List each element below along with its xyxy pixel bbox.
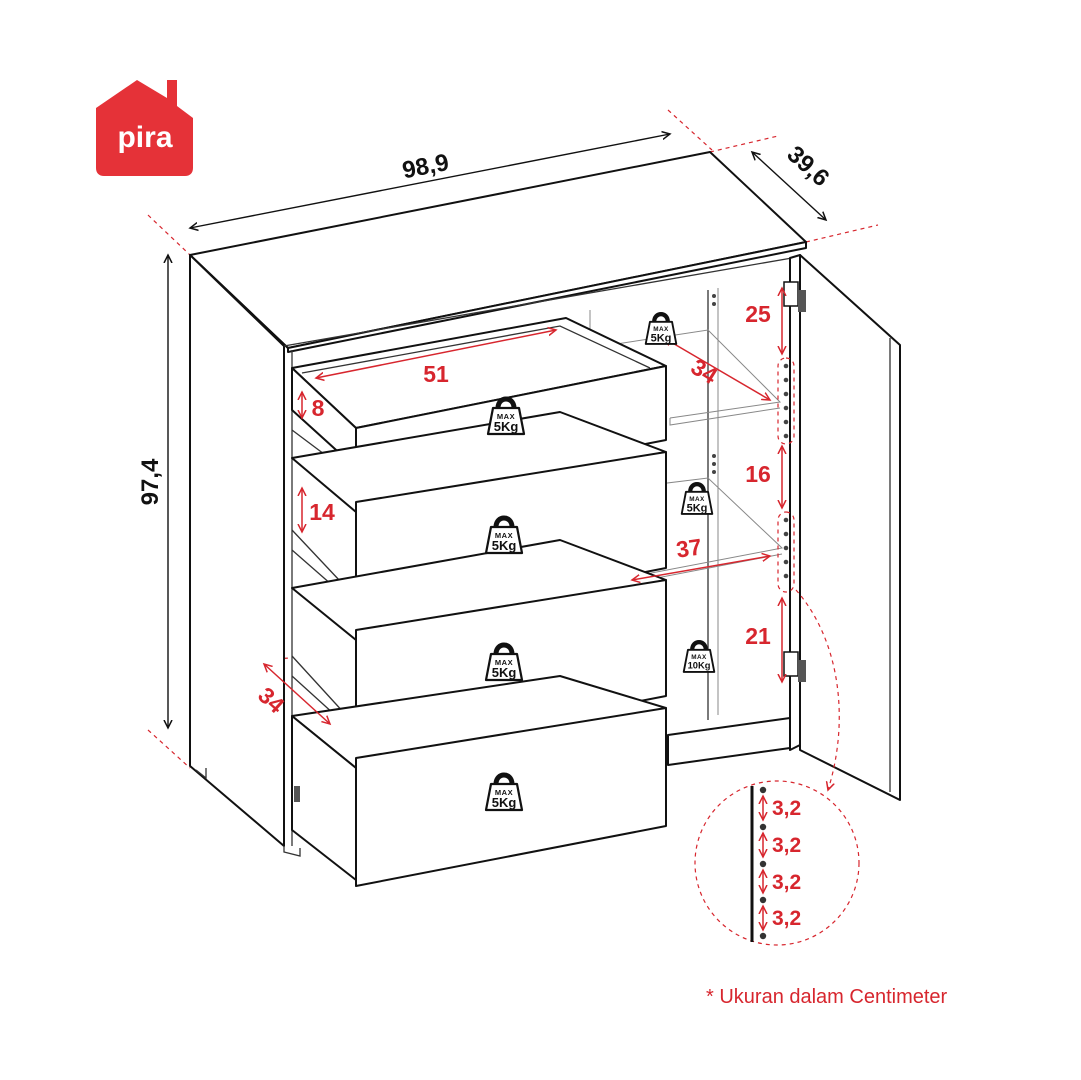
shelf-width-label: 37 [674, 533, 703, 562]
shelf-depth-label: 34 [686, 353, 722, 389]
shelf-gap-top-label: 25 [745, 301, 771, 327]
weight-shelf-middle: MAX 5Kg [682, 484, 713, 514]
weight-drawer-4: MAX 5Kg [486, 775, 522, 810]
hole-spacing-label-3: 3,2 [772, 871, 801, 894]
hole-spacing-detail: 3,2 3,2 3,2 3,2 [694, 780, 860, 946]
weight-drawer-4-value: 5Kg [492, 795, 517, 810]
depth-dimension-label: 39,6 [782, 141, 835, 192]
weight-max-text: MAX [495, 788, 513, 797]
weight-shelf-top-value: 5Kg [651, 332, 672, 344]
drawer-length-label: 51 [423, 361, 449, 387]
hole-spacing-label-4: 3,2 [772, 907, 801, 930]
hinge-top [783, 281, 806, 312]
drawer-top-height-label: 8 [312, 395, 325, 421]
shelf-pin-holes [712, 294, 789, 579]
weight-shelf-top: MAX 5Kg [646, 314, 677, 344]
weight-drawer-3: MAX 5Kg [486, 645, 522, 680]
weight-max-text: MAX [691, 654, 707, 661]
shelf-gap-bottom-label: 21 [745, 623, 771, 649]
drawer-second-height-label: 14 [309, 499, 335, 525]
weight-drawer-1: MAX 5Kg [488, 399, 524, 434]
house-icon [96, 80, 193, 176]
hole-spacing-label-2: 3,2 [772, 834, 801, 857]
weight-drawer-2-value: 5Kg [492, 538, 517, 553]
weight-max-text: MAX [689, 496, 705, 503]
weight-drawer-2: MAX 5Kg [486, 518, 522, 553]
weight-shelf-bottom-value: 10Kg [688, 661, 711, 671]
weight-max-text: MAX [497, 412, 515, 421]
units-footnote: * Ukuran dalam Centimeter [706, 986, 948, 1008]
weight-drawer-1-value: 5Kg [494, 419, 519, 434]
weight-max-text: MAX [495, 531, 513, 540]
height-dimension-label: 97,4 [137, 458, 164, 505]
brand-logo-text: pira [117, 121, 172, 154]
weight-max-text: MAX [495, 658, 513, 667]
weight-shelf-middle-value: 5Kg [687, 502, 708, 514]
drawer-bottom [291, 675, 667, 887]
weight-max-text: MAX [653, 326, 669, 333]
weight-shelf-bottom: MAX 10Kg [684, 642, 715, 672]
shelf-gap-middle-label: 16 [745, 461, 771, 487]
brand-logo: pira [96, 80, 193, 176]
weight-drawer-3-value: 5Kg [492, 665, 517, 680]
hole-spacing-label-1: 3,2 [772, 797, 801, 820]
